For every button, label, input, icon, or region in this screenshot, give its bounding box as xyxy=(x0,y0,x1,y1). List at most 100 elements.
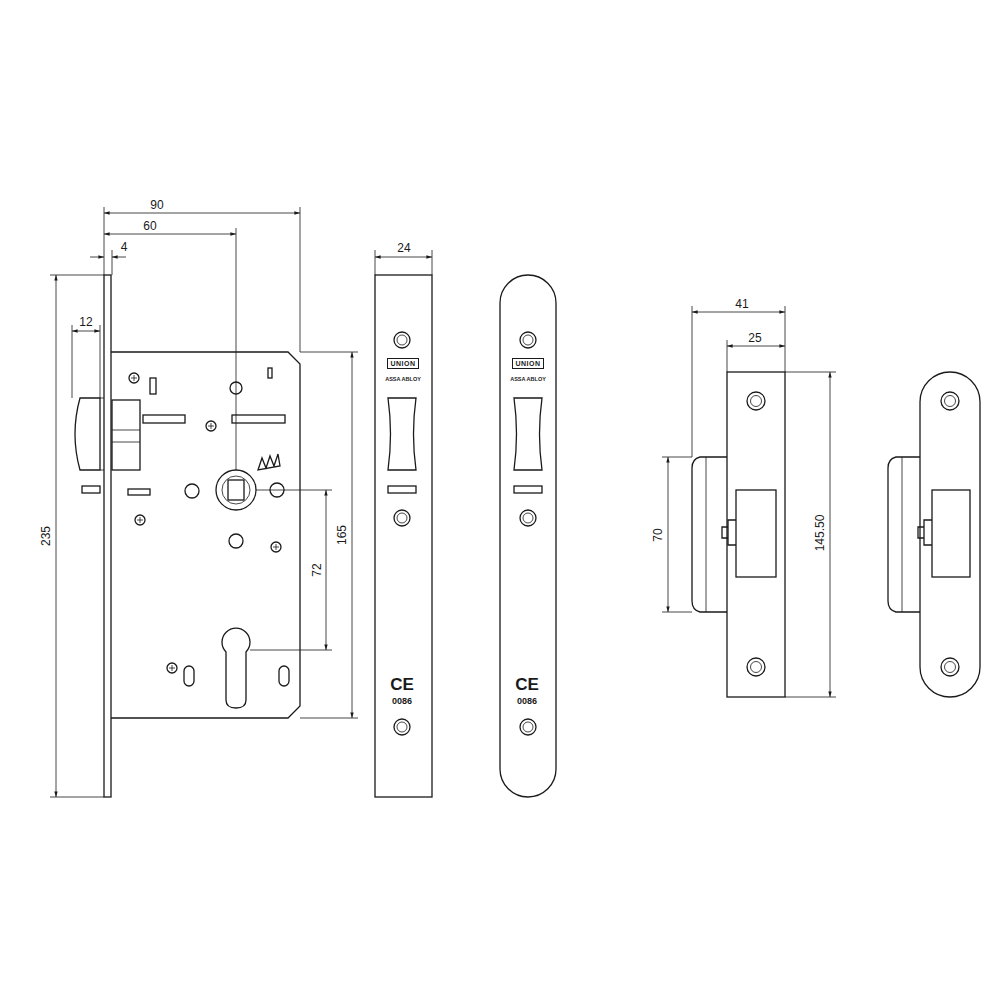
latch-opening xyxy=(514,398,542,470)
extension-line xyxy=(300,718,358,719)
dimension-label: 90 xyxy=(149,199,164,211)
dimension-label: 72 xyxy=(311,562,323,577)
extension-line xyxy=(785,697,836,698)
extension-line xyxy=(785,306,786,372)
latch-opening xyxy=(388,398,416,470)
screw-hole xyxy=(520,719,536,735)
screw-hole xyxy=(520,510,536,526)
screw-hole xyxy=(751,662,762,673)
forend-rounded xyxy=(500,275,556,797)
notified-body-number: 0086 xyxy=(392,697,412,706)
strike-tab xyxy=(722,520,736,545)
screw-hole xyxy=(523,722,533,732)
hole xyxy=(229,534,243,548)
screw-hole xyxy=(945,662,956,673)
spindle-square xyxy=(228,480,244,500)
latch-tail xyxy=(112,400,140,470)
dimension-line xyxy=(112,257,126,258)
slot xyxy=(268,368,272,378)
dimension-label: 4 xyxy=(120,241,129,253)
follower-hub xyxy=(222,476,250,504)
screw-hole xyxy=(394,510,410,526)
dimension-label: 145.50 xyxy=(814,514,826,553)
forend-square xyxy=(375,275,432,797)
extension-line xyxy=(256,490,332,491)
strike-plate-rounded xyxy=(920,372,980,697)
extension-line xyxy=(785,372,836,373)
lock-case xyxy=(111,352,300,718)
extension-line xyxy=(375,250,376,275)
slide-bar xyxy=(232,415,285,423)
screw-hole xyxy=(523,513,533,523)
strike-lip xyxy=(888,457,920,612)
notified-body-number: 0086 xyxy=(517,697,537,706)
cylinder-hole xyxy=(222,628,250,708)
dimension-line xyxy=(692,312,785,313)
extension-line xyxy=(250,650,332,651)
slot xyxy=(150,378,156,394)
latch-bolt-edge xyxy=(100,470,104,471)
dimension-line xyxy=(727,346,785,347)
ce-mark: CE xyxy=(390,676,414,693)
dimension-label: 165 xyxy=(336,524,348,546)
dimension-label: 70 xyxy=(652,527,664,542)
latch-bolt xyxy=(75,398,100,470)
extension-line xyxy=(727,340,728,372)
brand-logo: UNION xyxy=(512,358,543,369)
dimension-line xyxy=(830,372,831,697)
extension-line xyxy=(100,325,101,398)
strike-tab xyxy=(918,520,932,545)
extension-line xyxy=(50,275,104,276)
spring-symbol xyxy=(258,454,280,470)
dimension-line xyxy=(326,490,327,650)
screw-hole xyxy=(397,722,407,732)
extension-line xyxy=(300,207,301,352)
slot xyxy=(388,486,416,493)
dimension-line xyxy=(375,257,432,258)
extension-line xyxy=(662,457,692,458)
ce-mark: CE xyxy=(515,676,539,693)
extension-line xyxy=(72,325,73,398)
dimension-label: 25 xyxy=(747,332,762,344)
dimension-line xyxy=(352,352,353,718)
strike-opening xyxy=(932,490,970,577)
dimension-label: 24 xyxy=(396,242,411,254)
oval-hole xyxy=(184,666,194,686)
dimension-label: 235 xyxy=(40,525,52,547)
follower-hub xyxy=(216,470,256,510)
oval-hole xyxy=(279,666,289,686)
brand-logo: UNION xyxy=(387,358,418,369)
latch-tail-line xyxy=(112,430,140,431)
slide-bar xyxy=(143,415,185,423)
screw-hole xyxy=(941,392,959,410)
extension-line xyxy=(112,250,113,275)
dimension-label: 12 xyxy=(78,316,93,328)
dimension-label: 60 xyxy=(142,220,157,232)
extension-line xyxy=(104,207,105,275)
dimension-line xyxy=(56,275,57,797)
latch-tail-line xyxy=(112,442,140,443)
screw-hole xyxy=(747,392,765,410)
screw-hole xyxy=(945,396,956,407)
brand-name: ASSA ABLOY xyxy=(385,377,421,383)
screw-hole xyxy=(394,719,410,735)
latch-bolt-edge xyxy=(100,398,104,399)
brand-name: ASSA ABLOY xyxy=(510,377,546,383)
screw-hole xyxy=(397,513,407,523)
strike-lip-bend xyxy=(706,457,707,612)
screw-symbol xyxy=(129,373,281,673)
dimension-line xyxy=(104,213,300,214)
dimension-line xyxy=(90,257,104,258)
screw-hole xyxy=(523,335,533,345)
strike-plate xyxy=(727,372,785,697)
auxiliary-bolt xyxy=(82,486,100,493)
extension-line xyxy=(692,306,693,457)
screw-hole xyxy=(751,396,762,407)
strike-opening xyxy=(736,490,776,577)
screw-hole xyxy=(394,332,410,348)
extension-line xyxy=(50,797,104,798)
dimension-line xyxy=(72,331,100,332)
screw-hole xyxy=(747,658,765,676)
dimension-label: 41 xyxy=(734,298,749,310)
